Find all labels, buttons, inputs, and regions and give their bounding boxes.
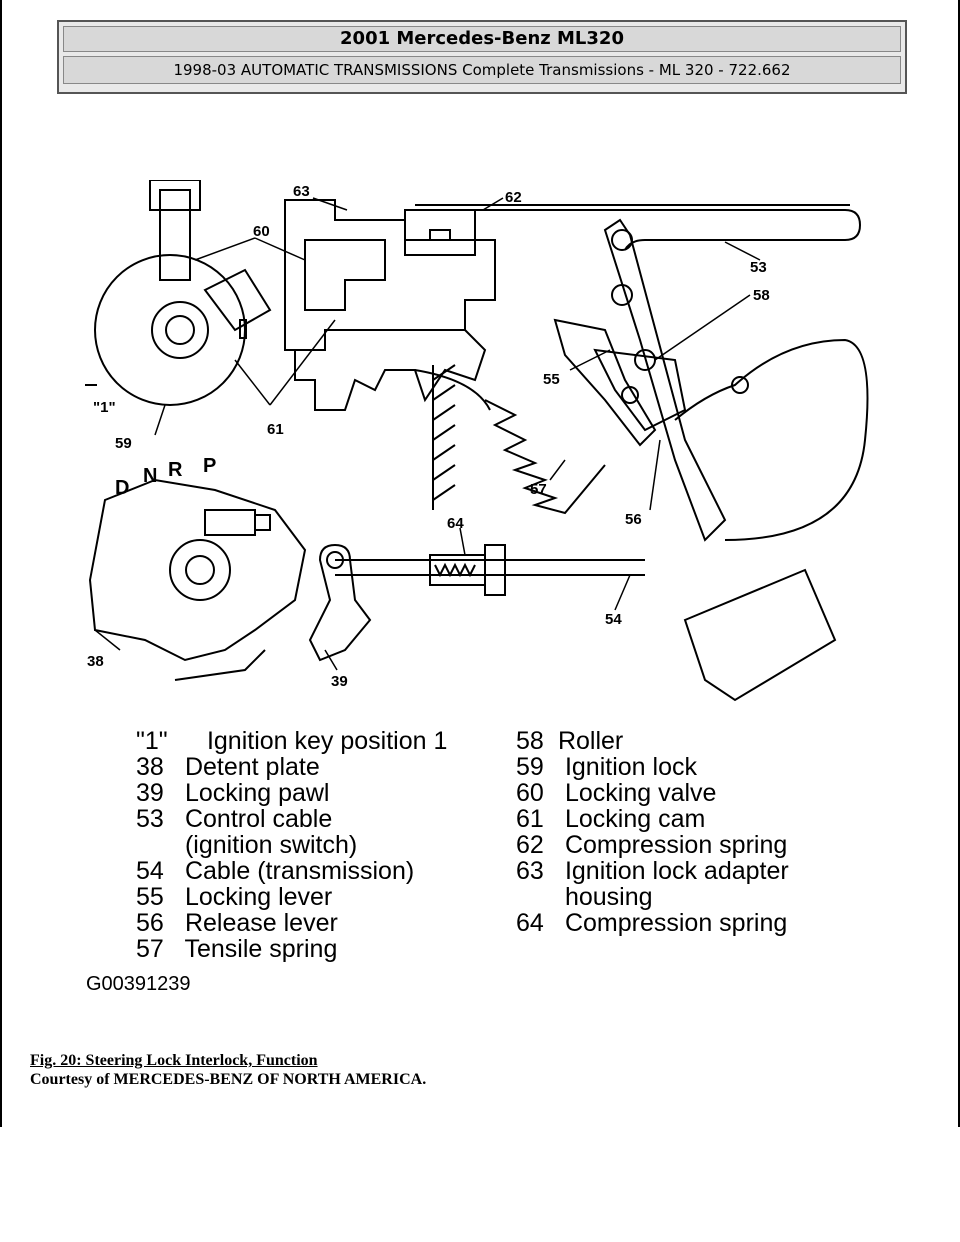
callout-64: 64 (447, 515, 464, 532)
callout-54: 54 (605, 611, 622, 628)
legend-item: 56 Release lever (136, 909, 338, 937)
selector-letter-d: D (115, 477, 129, 499)
legend-item: 59 Ignition lock (516, 753, 697, 781)
selector-letter-p: P (203, 455, 216, 477)
callout-58: 58 (753, 287, 770, 304)
steering-lock-interlock-diagram: 63 62 60 53 58 55 "1" 61 59 57 56 64 54 … (85, 180, 869, 702)
parts-legend: "1" Ignition key position 1 38 Detent pl… (136, 728, 836, 968)
legend-item: 53 Control cable (136, 805, 333, 833)
selector-letter-r: R (168, 459, 183, 481)
legend-item: 38 Detent plate (136, 753, 320, 781)
callout-62: 62 (505, 189, 522, 206)
legend-column-left: "1" Ignition key position 1 38 Detent pl… (136, 728, 447, 962)
legend-column-right: 58 Roller 59 Ignition lock 60 Locking va… (516, 728, 789, 936)
header-title: 2001 Mercedes-Benz ML320 (63, 26, 901, 52)
callout-61: 61 (267, 421, 284, 438)
legend-item: 61 Locking cam (516, 805, 706, 833)
caption-credit: Courtesy of MERCEDES-BENZ OF NORTH AMERI… (30, 1071, 427, 1088)
callout-53: 53 (750, 259, 767, 276)
page-border (958, 0, 960, 1127)
callout-1: "1" (93, 399, 116, 416)
page-header: 2001 Mercedes-Benz ML320 1998-03 AUTOMAT… (57, 20, 907, 94)
selector-letter-n: N (143, 465, 157, 487)
callout-39: 39 (331, 673, 348, 690)
figure-caption: Fig. 20: Steering Lock Interlock, Functi… (30, 1051, 426, 1089)
caption-title: Fig. 20: Steering Lock Interlock, Functi… (30, 1052, 318, 1069)
figure-id: G00391239 (86, 973, 191, 995)
callout-59: 59 (115, 435, 132, 452)
legend-item: (ignition switch) (184, 831, 358, 859)
ignition-lock-body (94, 254, 246, 406)
callout-63: 63 (293, 183, 310, 200)
callout-55: 55 (543, 371, 560, 388)
legend-item: 60 Locking valve (516, 779, 717, 807)
header-subtitle: 1998-03 AUTOMATIC TRANSMISSIONS Complete… (63, 56, 901, 84)
legend-item: housing (564, 883, 653, 911)
legend-item: 55 Locking lever (136, 883, 333, 911)
legend-item: 63 Ignition lock adapter (516, 857, 789, 885)
legend-item: 58 Roller (516, 727, 624, 755)
legend-item: 64 Compression spring (516, 909, 788, 937)
legend-item: 62 Compression spring (516, 831, 788, 859)
callout-38: 38 (87, 653, 104, 670)
callout-57: 57 (530, 481, 547, 498)
legend-item: "1" Ignition key position 1 (136, 727, 448, 755)
legend-item: 54 Cable (transmission) (136, 857, 415, 885)
callout-60: 60 (253, 223, 270, 240)
legend-item: 57 Tensile spring (136, 935, 338, 963)
callout-56: 56 (625, 511, 642, 528)
page-border-left (0, 0, 2, 1127)
legend-item: 39 Locking pawl (136, 779, 330, 807)
